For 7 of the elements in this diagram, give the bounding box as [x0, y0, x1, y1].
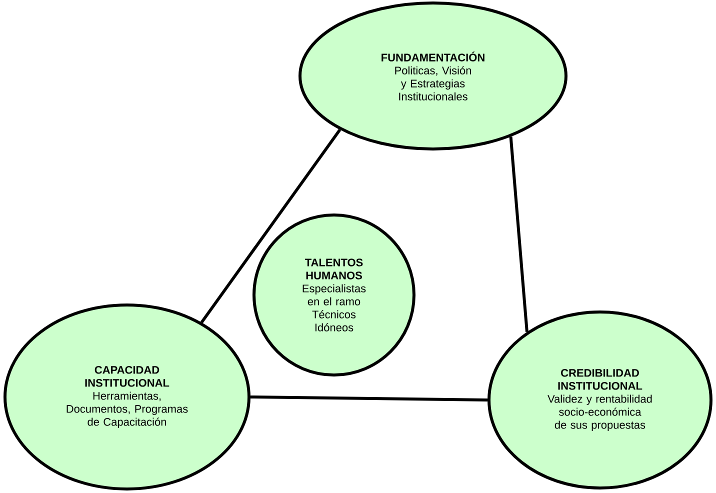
- circle-node: TALENTOS HUMANOS Especialistas en el ramo Técnicos Idóneos: [252, 214, 416, 376]
- ellipse-node: CREDIBILIDAD INSTITUCIONAL Validez y rentabilidad socio-económica de sus propuestas: [488, 310, 712, 490]
- ellipse-node: FUNDAMENTACIÓN Politicas, Visión y Estrategias Institucionales: [298, 2, 568, 150]
- connector-line: [200, 128, 342, 324]
- ellipse-node: CAPACIDAD INSTITUCIONAL Herramientas, Documentos, Programas de Capacitación: [4, 304, 250, 490]
- connector-line: [250, 395, 488, 402]
- connector-line: [509, 136, 528, 332]
